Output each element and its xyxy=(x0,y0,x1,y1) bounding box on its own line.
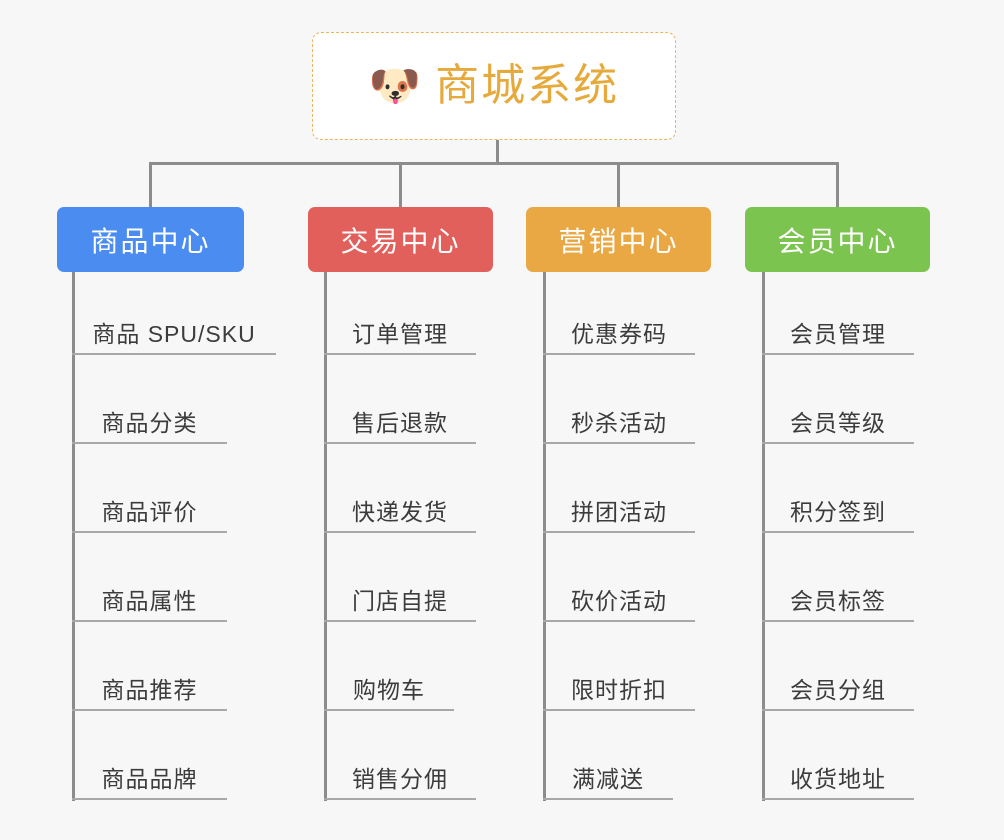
leaf-label: 限时折扣 xyxy=(571,677,667,703)
root-node[interactable]: 🐶 商城系统 xyxy=(312,32,676,140)
shiba-dog-face-icon: 🐶 xyxy=(368,62,422,109)
branch-header-product-center[interactable]: 商品中心 xyxy=(57,207,244,272)
leaf-label: 会员管理 xyxy=(790,321,886,347)
leaf-label: 商品 SPU/SKU xyxy=(92,321,256,347)
leaf-item[interactable]: 秒杀活动 xyxy=(543,395,695,444)
leaf-item[interactable]: 门店自提 xyxy=(324,573,476,622)
leaf-item[interactable]: 商品属性 xyxy=(72,573,227,622)
leaf-item[interactable]: 购物车 xyxy=(324,662,454,711)
leaf-label: 会员等级 xyxy=(790,410,886,436)
leaf-item[interactable]: 售后退款 xyxy=(324,395,476,444)
leaf-label: 购物车 xyxy=(353,677,425,703)
leaf-item[interactable]: 会员等级 xyxy=(762,395,914,444)
leaf-item[interactable]: 快递发货 xyxy=(324,484,476,533)
leaf-item[interactable]: 拼团活动 xyxy=(543,484,695,533)
leaf-item[interactable]: 销售分佣 xyxy=(324,751,476,800)
branch-drop-line-2 xyxy=(399,162,402,208)
branch-header-trade-center[interactable]: 交易中心 xyxy=(308,207,493,272)
leaf-label: 积分签到 xyxy=(790,499,886,525)
leaf-label: 快递发货 xyxy=(352,499,448,525)
branch-header-marketing-center[interactable]: 营销中心 xyxy=(526,207,711,272)
leaf-item[interactable]: 会员管理 xyxy=(762,306,914,355)
leaf-item[interactable]: 会员分组 xyxy=(762,662,914,711)
leaf-label: 秒杀活动 xyxy=(571,410,667,436)
leaf-label: 门店自提 xyxy=(352,588,448,614)
leaf-item[interactable]: 商品 SPU/SKU xyxy=(72,306,276,355)
leaf-item[interactable]: 积分签到 xyxy=(762,484,914,533)
leaf-item[interactable]: 收货地址 xyxy=(762,751,914,800)
leaf-label: 拼团活动 xyxy=(571,499,667,525)
leaf-label: 商品品牌 xyxy=(101,766,198,792)
leaf-label: 销售分佣 xyxy=(352,766,448,792)
leaf-label: 商品属性 xyxy=(101,588,198,614)
root-title: 商城系统 xyxy=(435,61,620,110)
leaf-item[interactable]: 限时折扣 xyxy=(543,662,695,711)
branch-drop-line-1 xyxy=(149,162,152,208)
leaf-item[interactable]: 商品品牌 xyxy=(72,751,227,800)
leaf-item[interactable]: 优惠券码 xyxy=(543,306,695,355)
branch-trunk-line-4 xyxy=(762,272,765,801)
branch-header-label: 商品中心 xyxy=(90,225,211,257)
branch-drop-line-4 xyxy=(836,162,839,208)
root-stem-line xyxy=(496,140,499,164)
leaf-label: 会员标签 xyxy=(790,588,886,614)
branch-header-label: 交易中心 xyxy=(340,225,461,257)
leaf-item[interactable]: 满减送 xyxy=(543,751,673,800)
leaf-label: 砍价活动 xyxy=(571,588,667,614)
branch-trunk-line-2 xyxy=(324,272,327,801)
leaf-label: 商品分类 xyxy=(101,410,198,436)
leaf-label: 商品推荐 xyxy=(101,677,198,703)
leaf-item[interactable]: 砍价活动 xyxy=(543,573,695,622)
leaf-label: 优惠券码 xyxy=(571,321,667,347)
leaf-item[interactable]: 商品评价 xyxy=(72,484,227,533)
leaf-label: 售后退款 xyxy=(352,410,448,436)
branch-header-label: 营销中心 xyxy=(558,225,679,257)
branch-drop-line-3 xyxy=(617,162,620,208)
leaf-label: 订单管理 xyxy=(352,321,448,347)
leaf-label: 商品评价 xyxy=(101,499,198,525)
branch-trunk-line-3 xyxy=(543,272,546,801)
leaf-label: 会员分组 xyxy=(790,677,886,703)
leaf-label: 满减送 xyxy=(572,766,644,792)
leaf-label: 收货地址 xyxy=(790,766,886,792)
leaf-item[interactable]: 订单管理 xyxy=(324,306,476,355)
leaf-item[interactable]: 商品分类 xyxy=(72,395,227,444)
branch-bus-line xyxy=(149,162,837,165)
branch-header-member-center[interactable]: 会员中心 xyxy=(745,207,930,272)
branch-trunk-line-1 xyxy=(72,272,75,801)
branch-header-label: 会员中心 xyxy=(777,225,898,257)
leaf-item[interactable]: 商品推荐 xyxy=(72,662,227,711)
leaf-item[interactable]: 会员标签 xyxy=(762,573,914,622)
